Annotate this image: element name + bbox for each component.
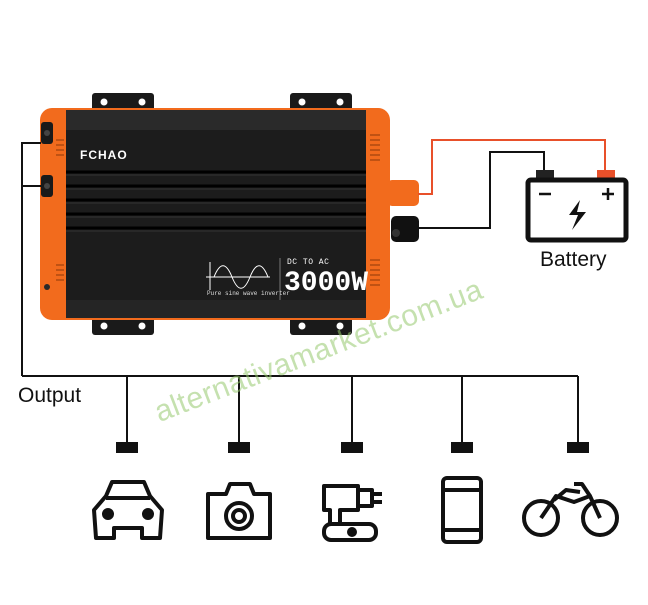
- battery-icon: [525, 170, 629, 243]
- car-icon: [92, 480, 164, 540]
- mode-label: DC TO AC: [287, 258, 330, 267]
- inverter-body: [40, 108, 390, 320]
- output-label: Output: [18, 384, 82, 407]
- output-plugs: [116, 442, 589, 453]
- battery-wires: [418, 139, 606, 229]
- waveform-label: Pure sine wave inverter: [207, 290, 290, 297]
- smartphone-icon: [441, 476, 483, 544]
- sine-wave-icon: [206, 262, 270, 290]
- motorcycle-icon: [522, 482, 619, 537]
- camera-icon: [206, 482, 272, 540]
- dc-terminals: [387, 180, 419, 242]
- battery-label: Battery: [540, 248, 607, 271]
- power-rating: 3000W: [284, 268, 369, 299]
- output-wires: [21, 142, 579, 444]
- brand-label: FCHAO: [80, 148, 128, 162]
- ac-output-sockets: [41, 122, 53, 290]
- power-tool-icon: [322, 484, 382, 542]
